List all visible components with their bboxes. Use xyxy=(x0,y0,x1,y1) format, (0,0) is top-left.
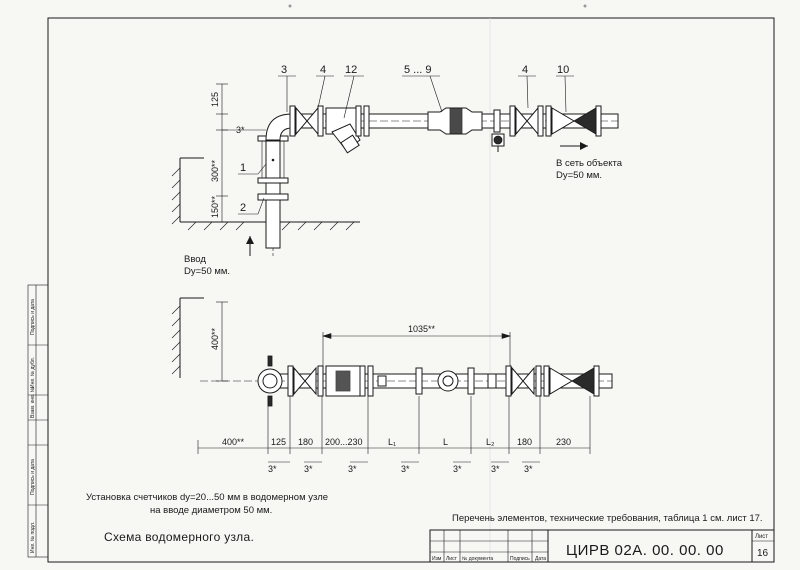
dim-400-horizontal: 400** xyxy=(222,437,245,447)
side-label-dup-inv: Инв. № дубл. xyxy=(30,357,36,388)
dim-L2: L₂ xyxy=(486,437,495,447)
dim-125: 125 xyxy=(271,437,286,447)
install-note-line2: на вводе диаметром 50 мм. xyxy=(150,505,272,516)
dim-150-vertical: 150** xyxy=(210,195,220,218)
callout-1: 1 xyxy=(240,162,246,174)
callout-4-second: 4 xyxy=(522,64,528,76)
sheet-label: Лист xyxy=(755,534,768,540)
sheet-frame xyxy=(47,4,775,563)
dim-230: 230 xyxy=(556,437,571,447)
strainer-12 xyxy=(325,105,370,154)
valve-4b xyxy=(509,105,544,137)
dim-1035-label: 1035** xyxy=(408,324,436,334)
gap-3-star-6: 3* xyxy=(491,464,500,474)
dim-3-star-top: 3* xyxy=(236,125,245,135)
stamp-list: Лист xyxy=(446,556,458,562)
dim-300-vertical: 300** xyxy=(210,159,220,182)
leaders-top xyxy=(238,75,574,215)
check-valve-10 xyxy=(545,105,619,137)
callout-5-9: 5 ... 9 xyxy=(404,64,432,76)
outlet-diameter: Dy=50 мм. xyxy=(556,170,602,181)
side-label-sign-date-1: Подпись и дата xyxy=(30,299,36,335)
dim-vertical-top xyxy=(216,83,266,223)
inlet-arrow xyxy=(246,236,254,256)
gap-3-star-3: 3* xyxy=(348,464,357,474)
dim-chain xyxy=(197,396,591,454)
install-note-line1: Установка счетчиков dy=20...50 мм в водо… xyxy=(86,492,328,503)
callout-10: 10 xyxy=(557,64,569,76)
top-scheme: 3 4 12 5 ... 9 4 10 1 2 125 3* 300** 150… xyxy=(171,64,623,277)
riser-pipe xyxy=(257,135,289,257)
title-block: Изм Лист № документа Подпись Дата ЦИРВ 0… xyxy=(429,529,775,563)
callout-2: 2 xyxy=(240,202,246,214)
riser-plan xyxy=(257,355,283,407)
dim-180-second: 180 xyxy=(517,437,532,447)
side-label-sign-date-2: Подпись и дата xyxy=(30,459,36,495)
reference-note: Перечень элементов, технические требован… xyxy=(452,513,763,524)
side-strip: Подпись и дата Инв. № дубл. Взам. инв. №… xyxy=(27,284,49,558)
callout-12: 12 xyxy=(345,64,357,76)
callout-4-first: 4 xyxy=(320,64,326,76)
inlet-label: Ввод xyxy=(184,254,206,265)
dim-vertical-bottom xyxy=(216,301,228,382)
outlet-arrow xyxy=(560,142,588,150)
dim-L: L xyxy=(443,437,448,447)
stamp-date: Дата xyxy=(535,556,546,562)
gap-3-star-4: 3* xyxy=(401,464,410,474)
side-label-replace-inv: Взам. инв. № xyxy=(30,387,36,418)
dim-200-230: 200...230 xyxy=(325,437,363,447)
wall-bottom xyxy=(171,297,204,378)
dim-L1: L₁ xyxy=(388,437,396,447)
stamp-izm: Изм xyxy=(432,556,442,562)
sheet-number: 16 xyxy=(757,548,769,559)
outlet-label: В сеть объекта xyxy=(556,158,623,169)
gap-3-star-2: 3* xyxy=(304,464,313,474)
check-valve-plan xyxy=(543,365,613,397)
gap-3-star-1: 3* xyxy=(268,464,277,474)
meter-plan xyxy=(377,367,497,395)
valve-plan-2 xyxy=(505,365,542,397)
gap-3-star-5: 3* xyxy=(453,464,462,474)
inlet-diameter: Dy=50 мм. xyxy=(184,266,230,277)
water-meter-top xyxy=(427,107,505,152)
stamp-doc: № документа xyxy=(462,556,493,562)
drawing-caption: Схема водомерного узла. xyxy=(104,530,254,544)
stamp-sign: Подпись xyxy=(510,556,530,562)
document-code: ЦИРВ 02А. 00. 00. 00 xyxy=(566,542,724,559)
valve-4a xyxy=(289,105,324,137)
valve-plan-1 xyxy=(287,365,324,397)
dim-400-vertical: 400** xyxy=(210,327,220,350)
gap-3-star-7: 3* xyxy=(524,464,533,474)
callout-3: 3 xyxy=(281,64,287,76)
bottom-scheme: 400** 1035** 400** 125 180 200...230 xyxy=(171,297,613,474)
side-label-orig-inv: Инв. № подл. xyxy=(30,522,36,553)
strainer-plan xyxy=(325,365,374,397)
dim-180-first: 180 xyxy=(298,437,313,447)
dim-125-vertical: 125 xyxy=(210,92,220,107)
dim-1035 xyxy=(321,332,512,366)
